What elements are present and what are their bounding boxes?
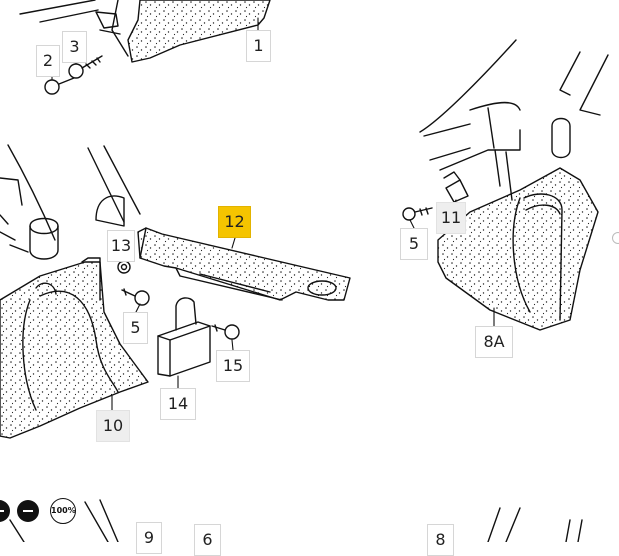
callout-10[interactable]: 10 [96,410,130,442]
zoom-in-button[interactable] [0,500,10,522]
callout-6[interactable]: 6 [194,524,221,556]
callout-3[interactable]: 3 [62,31,87,63]
fastener-2-3 [44,55,103,95]
fastener-5-right [402,207,433,221]
zoom-out-button[interactable] [17,500,39,522]
callout-8A[interactable]: 8A [475,326,513,358]
zoom-level-label: 100% [51,506,76,515]
fastener-13 [117,260,131,274]
callout-5-left[interactable]: 5 [123,312,148,344]
fastener-15 [211,324,240,340]
callout-15[interactable]: 15 [216,350,250,382]
callout-9[interactable]: 9 [136,522,162,554]
cover-part-14 [157,297,211,377]
sill-panel-12 [87,145,351,301]
callout-8[interactable]: 8 [427,524,454,556]
left-wheel-arch-carpet [0,144,149,439]
zoom-reset-button[interactable]: 100% [50,498,76,524]
bottom-partial-figures [9,499,583,542]
minus-icon [23,510,33,512]
top-left-carpet-fragment [19,0,271,63]
parts-diagram [0,0,609,542]
callout-11[interactable]: 11 [436,202,466,234]
right-wheel-arch-carpet-8A [419,39,609,331]
callout-1[interactable]: 1 [246,30,271,62]
callout-13[interactable]: 13 [107,230,135,262]
callout-12[interactable]: 12 [218,206,251,238]
plus-icon [0,510,4,512]
callout-5-right[interactable]: 5 [400,228,428,260]
zoom-controls: 100% [0,498,90,528]
scroll-indicator-dot[interactable] [612,232,619,244]
callout-14[interactable]: 14 [160,388,196,420]
fastener-5-left [121,288,150,306]
callout-2[interactable]: 2 [36,45,60,77]
